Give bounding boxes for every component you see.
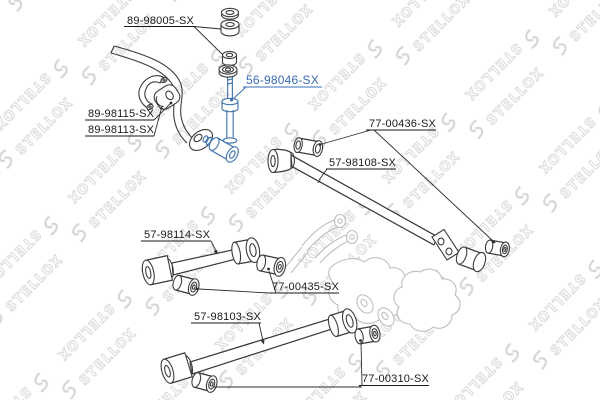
part-label-89-98113-sx[interactable]: 89-98113-SX <box>88 124 155 136</box>
bushing-77-00436-left <box>293 137 324 158</box>
bushing-77-00310-left <box>191 372 218 393</box>
link-lower-washer-drawing <box>218 64 238 78</box>
bushing-77-00436-right <box>484 239 510 258</box>
trailing-arm-bottom-drawing <box>160 308 381 393</box>
part-label-56-98046-sx-highlighted[interactable]: 56-98046-SX <box>246 73 319 87</box>
part-label-89-98005-sx[interactable]: 89-98005-SX <box>127 15 194 27</box>
trailing-arm-middle-drawing <box>141 237 287 296</box>
part-label-77-00310-sx[interactable]: 77-00310-SX <box>362 373 429 385</box>
part-label-57-98114-sx[interactable]: 57-98114-SX <box>144 229 211 241</box>
leader-lines <box>153 26 496 388</box>
stabilizer-link-highlighted-drawing <box>202 66 239 163</box>
bushing-77-00435-left <box>172 274 200 296</box>
part-label-77-00435-sx[interactable]: 77-00435-SX <box>272 281 339 293</box>
part-label-89-98115-sx[interactable]: 89-98115-SX <box>88 108 155 120</box>
axle-knuckle-drawing <box>283 213 461 332</box>
bushing-77-00310-right <box>354 324 381 345</box>
part-labels: 89-98005-SX 56-98046-SX 89-98115-SX 89-9… <box>85 15 436 386</box>
stabilizer-bushing-bracket-drawing <box>138 75 181 111</box>
lateral-rod-upper-drawing <box>267 148 510 273</box>
part-label-57-98103-sx[interactable]: 57-98103-SX <box>194 311 261 323</box>
part-label-57-98108-sx[interactable]: 57-98108-SX <box>329 157 396 169</box>
part-label-77-00436-sx[interactable]: 77-00436-SX <box>369 118 436 130</box>
bushing-77-00435-right <box>256 254 287 277</box>
